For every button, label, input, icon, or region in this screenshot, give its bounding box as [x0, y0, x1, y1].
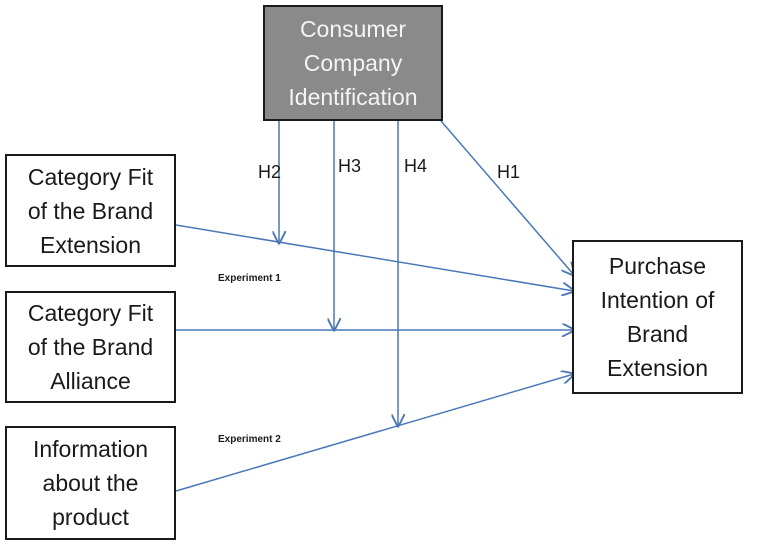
outcome-line-2: Intention of [600, 287, 715, 313]
consumer-company-identification-box: Consumer Company Identification [263, 5, 443, 121]
alliance-line-3: Alliance [50, 368, 131, 394]
purchase-intention-box: Purchase Intention of Brand Extension [572, 240, 743, 394]
category-fit-extension-box: Category Fit of the Brand Extension [5, 154, 176, 267]
arrow-information-to-purchase [175, 374, 574, 492]
alliance-line-1: Category Fit [27, 300, 154, 326]
experiment-2-label: Experiment 2 [218, 434, 281, 445]
h3-label: H3 [338, 156, 361, 176]
category-fit-alliance-box: Category Fit of the Brand Alliance [5, 291, 176, 403]
outcome-line-3: Brand [626, 321, 689, 347]
h2-label: H2 [258, 162, 281, 182]
experiment-1-label: Experiment 1 [218, 273, 281, 284]
outcome-line-4: Extension [606, 355, 708, 381]
alliance-line-2: of the Brand [27, 334, 154, 360]
moderator-line-2: Company [303, 50, 403, 76]
information-line-3: product [52, 504, 129, 530]
information-line-1: Information [32, 436, 149, 462]
extension-line-1: Category Fit [27, 163, 154, 190]
arrow-extension-to-purchase [175, 224, 574, 291]
extension-line-2: of the Brand [27, 197, 154, 224]
information-line-2: about the [42, 470, 139, 496]
moderator-line-1: Consumer [299, 16, 407, 42]
moderator-line-3: Identification [288, 84, 418, 110]
h4-label: H4 [404, 156, 427, 176]
extension-line-3: Extension [39, 231, 141, 258]
h1-label: H1 [497, 162, 520, 182]
outcome-line-1: Purchase [608, 253, 707, 279]
arrow-h1 [440, 120, 574, 275]
information-product-box: Information about the product [5, 426, 176, 540]
